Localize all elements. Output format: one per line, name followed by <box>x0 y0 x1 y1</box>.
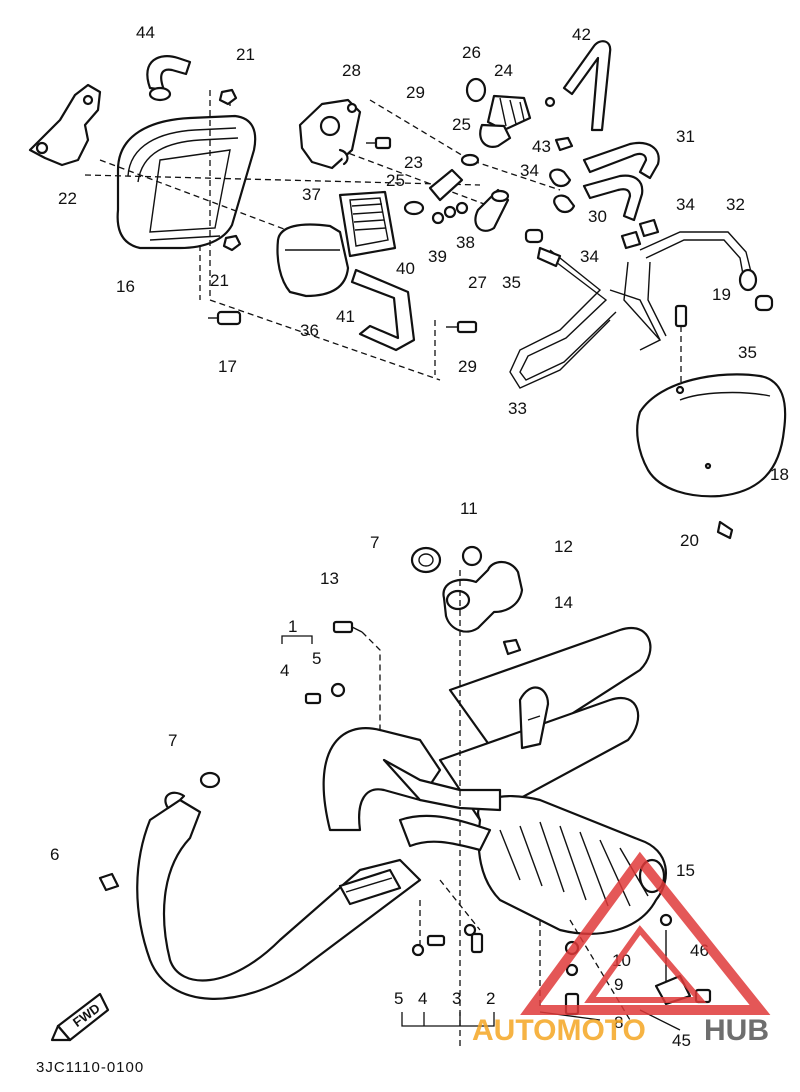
callout-35-a: 35 <box>502 273 521 292</box>
callout-15: 15 <box>676 861 695 880</box>
callout-6: 6 <box>50 845 59 864</box>
callout-38: 38 <box>456 233 475 252</box>
hose-30 <box>582 174 644 222</box>
callout-41: 41 <box>336 307 355 326</box>
screw-29-top <box>366 136 392 150</box>
callout-labels: 44 21 28 29 26 24 42 22 16 25 23 43 31 3… <box>50 23 789 1050</box>
pipe-assembly-32-33 <box>509 231 758 389</box>
exhaust-header <box>136 727 502 1000</box>
hose-31 <box>582 141 660 180</box>
callout-3: 3 <box>452 989 461 1008</box>
watermark: AUTOMOTO HUB <box>472 851 771 1047</box>
screw-29-bottom <box>446 320 478 334</box>
callout-37: 37 <box>302 185 321 204</box>
callout-14: 14 <box>554 593 573 612</box>
elbow-12 <box>442 560 524 633</box>
callout-29-top: 29 <box>406 83 425 102</box>
air-cleaner-case-16 <box>116 114 257 250</box>
callout-27: 27 <box>468 273 487 292</box>
callout-7-bottom: 7 <box>168 731 177 750</box>
callout-21-bottom: 21 <box>210 271 229 290</box>
cap-36 <box>276 223 350 298</box>
callout-5-bottom: 5 <box>394 989 403 1008</box>
callout-34-a: 34 <box>520 161 539 180</box>
valve-24 <box>465 77 556 148</box>
callout-7-top: 7 <box>370 533 379 552</box>
callout-4-top: 4 <box>280 661 289 680</box>
callout-44: 44 <box>136 23 155 42</box>
callout-12: 12 <box>554 537 573 556</box>
callout-11: 11 <box>460 499 478 518</box>
diagram-code: 3JC1110-0100 <box>36 1059 144 1076</box>
callout-43: 43 <box>532 137 551 156</box>
callout-18: 18 <box>770 465 789 484</box>
callout-40: 40 <box>396 259 415 278</box>
callout-36: 36 <box>300 321 319 340</box>
callout-26: 26 <box>462 43 481 62</box>
bracket-41 <box>350 268 416 352</box>
callout-22: 22 <box>58 189 77 208</box>
filter-element-37 <box>338 190 397 258</box>
callout-31: 31 <box>676 127 695 146</box>
callout-42: 42 <box>572 25 591 44</box>
callout-16: 16 <box>116 277 135 296</box>
breather-hose-44 <box>146 55 192 102</box>
callout-5-top: 5 <box>312 649 321 668</box>
fwd-arrow: FWD <box>50 992 110 1042</box>
callout-20: 20 <box>680 531 699 550</box>
watermark-automoto: AUTOMOTO <box>472 1014 646 1047</box>
callout-32: 32 <box>726 195 745 214</box>
callout-1: 1 <box>288 617 297 636</box>
callout-2: 2 <box>486 989 495 1008</box>
cover-28 <box>298 98 362 170</box>
callout-29-bottom: 29 <box>458 357 477 376</box>
callout-21-top: 21 <box>236 45 255 64</box>
bolt-13 <box>332 620 363 634</box>
callout-34-b: 34 <box>676 195 695 214</box>
callout-24: 24 <box>494 61 513 80</box>
callout-35-b: 35 <box>738 343 757 362</box>
callout-8: 8 <box>614 1013 623 1032</box>
callout-17: 17 <box>218 357 237 376</box>
bolt-17 <box>208 310 242 326</box>
watermark-hub: HUB <box>704 1014 769 1047</box>
bracket-22 <box>28 83 102 167</box>
side-cover-18 <box>636 304 787 540</box>
callout-25-b: 25 <box>386 171 405 190</box>
callout-23: 23 <box>404 153 423 172</box>
callout-34-c: 34 <box>580 247 599 266</box>
callout-30: 30 <box>588 207 607 226</box>
callout-4-bottom: 4 <box>418 989 427 1008</box>
callout-25-a: 25 <box>452 115 471 134</box>
muffler <box>438 627 668 935</box>
callout-9: 9 <box>614 975 623 994</box>
hose-23 <box>428 168 464 202</box>
callout-33: 33 <box>508 399 527 418</box>
callout-19: 19 <box>712 285 731 304</box>
callout-28: 28 <box>342 61 361 80</box>
callout-13: 13 <box>320 569 339 588</box>
callout-39: 39 <box>428 247 447 266</box>
callout-45: 45 <box>672 1031 691 1050</box>
